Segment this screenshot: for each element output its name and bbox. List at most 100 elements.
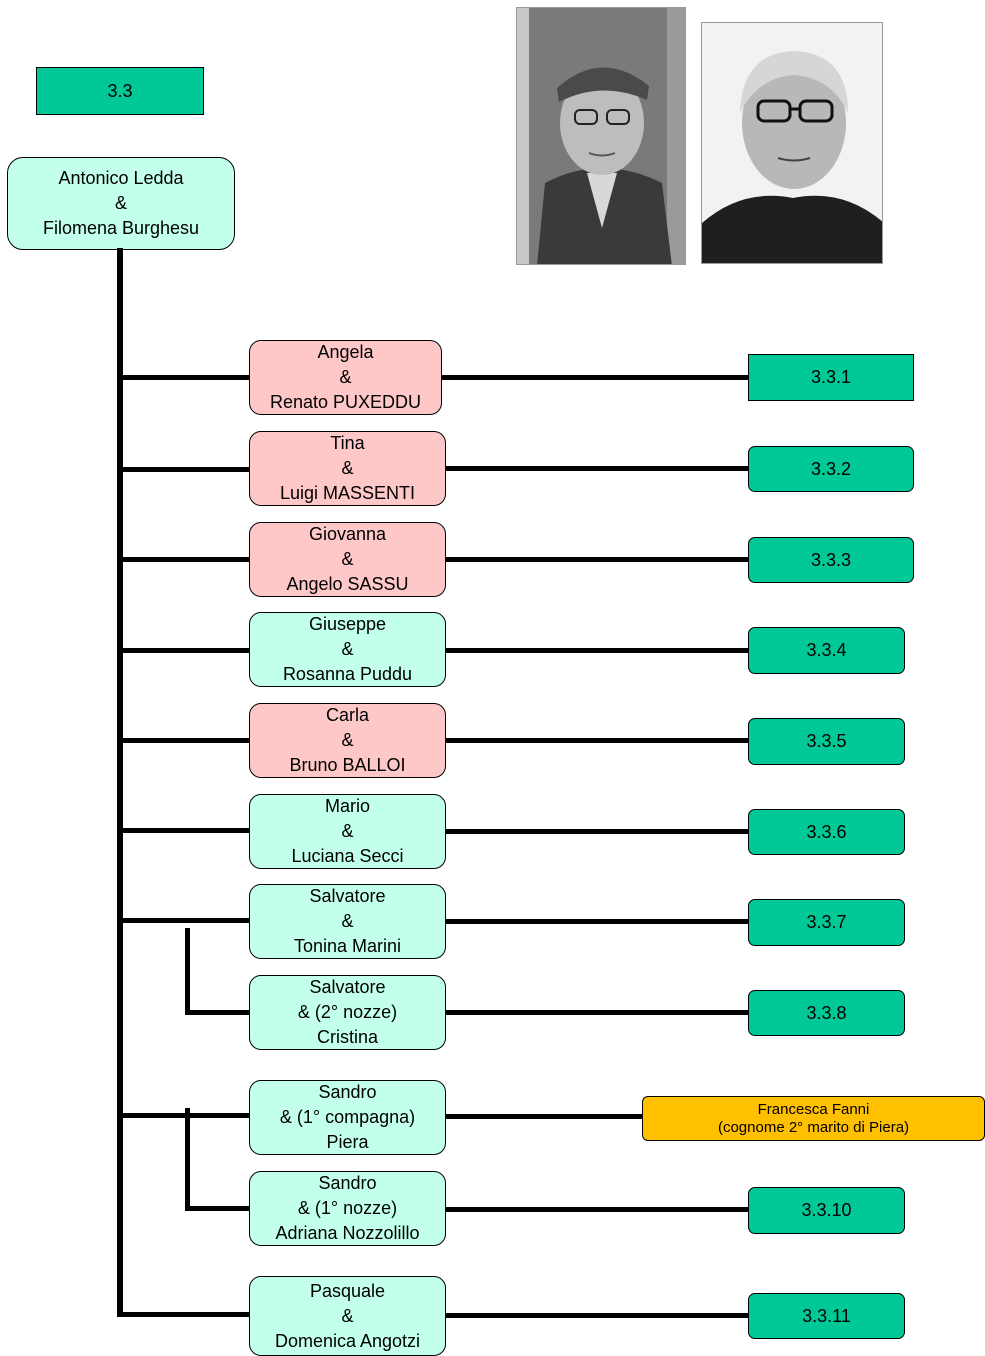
couple-box: Giuseppe & Rosanna Puddu: [249, 612, 446, 687]
family-code-label: 3.3.7: [806, 912, 847, 932]
other-partner-line: [185, 1206, 250, 1211]
root-code-box: 3.3: [36, 67, 204, 115]
branch-line: [117, 738, 250, 743]
family-code-box: 3.3.6: [748, 809, 905, 855]
other-partner-line: [185, 1108, 190, 1211]
connector-line: [445, 829, 750, 834]
connector-line: [445, 1010, 750, 1015]
connector-line: [445, 1313, 750, 1318]
couple-ampersand: &: [341, 549, 354, 569]
couple-person-2: Adriana Nozzolillo: [275, 1223, 420, 1243]
couple-box: Carla & Bruno BALLOI: [249, 703, 446, 778]
couple-person-1: Carla: [325, 705, 369, 725]
couple-box: Sandro & (1° nozze) Adriana Nozzolillo: [249, 1171, 446, 1246]
couple-person-1: Mario: [324, 796, 370, 816]
couple-person-2: Angelo SASSU: [286, 574, 409, 594]
family-code-label: 3.3.4: [806, 640, 847, 660]
connector-line: [445, 919, 750, 924]
couple-box: Pasquale & Domenica Angotzi: [249, 1276, 446, 1356]
root-person-2: Filomena Burghesu: [42, 218, 200, 238]
branch-line: [117, 828, 250, 833]
couple-person-1: Sandro: [318, 1173, 377, 1193]
couple-person-2: Luigi MASSENTI: [279, 483, 416, 503]
couple-ampersand: & (1° nozze): [297, 1198, 398, 1218]
couple-person-1: Pasquale: [309, 1280, 386, 1301]
root-code-label: 3.3: [107, 80, 133, 101]
family-code-box: 3.3.11: [748, 1293, 905, 1339]
couple-person-2: Piera: [326, 1132, 369, 1152]
root-person-1: Antonico Ledda: [58, 168, 184, 188]
root-couple-box: Antonico Ledda & Filomena Burghesu: [7, 157, 235, 250]
family-code-box: 3.3.7: [748, 899, 905, 946]
couple-ampersand: &: [341, 911, 354, 931]
branch-line: [117, 1312, 250, 1317]
family-code-label: 3.3.11: [802, 1305, 851, 1326]
connector-line: [445, 648, 750, 653]
second-marriage-line: [185, 928, 190, 1015]
couple-person-1: Giuseppe: [308, 614, 387, 634]
couple-person-1: Giovanna: [308, 524, 387, 544]
branch-line: [117, 1113, 250, 1118]
couple-box: Tina & Luigi MASSENTI: [249, 431, 446, 506]
family-code-label: 3.3.5: [806, 731, 847, 751]
branch-line: [117, 467, 250, 472]
family-code-box: 3.3.5: [748, 718, 905, 765]
couple-person-1: Tina: [330, 433, 365, 453]
family-code-label: 3.3.2: [810, 458, 852, 479]
connector-line: [445, 1114, 645, 1119]
branch-line: [117, 648, 250, 653]
connector-line: [445, 738, 750, 743]
branch-line: [117, 557, 250, 562]
family-code-box: 3.3.1: [748, 354, 914, 401]
couple-person-2: Cristina: [316, 1027, 378, 1047]
couple-person-1: Angela: [317, 342, 374, 362]
couple-person-2: Rosanna Puddu: [282, 664, 413, 684]
couple-box: Salvatore & Tonina Marini: [249, 884, 446, 959]
couple-box: Salvatore & (2° nozze) Cristina: [249, 975, 446, 1050]
couple-person-1: Salvatore: [309, 886, 386, 906]
couple-ampersand: &: [341, 730, 354, 750]
photo-elderly-man: [516, 7, 686, 265]
couple-ampersand: &: [341, 458, 354, 478]
family-code-box: 3.3.4: [748, 627, 905, 674]
branch-line: [117, 375, 250, 380]
note-name: Francesca Fanni: [757, 1100, 870, 1118]
photo-elderly-woman: [701, 22, 883, 264]
second-marriage-line: [185, 1010, 250, 1015]
couple-ampersand: & (2° nozze): [297, 1002, 398, 1022]
couple-ampersand: &: [341, 639, 354, 659]
couple-ampersand: &: [339, 367, 352, 387]
couple-person-2: Luciana Secci: [291, 846, 404, 866]
connector-line: [445, 1207, 750, 1212]
note-box: Francesca Fanni (cognome 2° marito di Pi…: [642, 1096, 985, 1141]
couple-person-2: Renato PUXEDDU: [269, 392, 422, 412]
family-code-label: 3.3.1: [810, 367, 852, 387]
couple-box: Angela & Renato PUXEDDU: [249, 340, 442, 415]
couple-person-2: Domenica Angotzi: [274, 1330, 421, 1351]
couple-ampersand: & (1° compagna): [279, 1107, 416, 1127]
trunk-line: [117, 248, 123, 1317]
couple-ampersand: &: [341, 1305, 354, 1326]
note-detail: (cognome 2° marito di Piera): [717, 1118, 910, 1136]
couple-person-1: Sandro: [318, 1082, 377, 1102]
family-code-label: 3.3.8: [806, 1002, 847, 1023]
couple-ampersand: &: [341, 821, 354, 841]
couple-person-1: Salvatore: [309, 977, 386, 997]
family-code-label: 3.3.6: [806, 821, 847, 842]
connector-line: [442, 375, 750, 380]
connector-line: [445, 557, 750, 562]
family-code-label: 3.3.10: [801, 1200, 852, 1220]
couple-box: Mario & Luciana Secci: [249, 794, 446, 869]
couple-box: Giovanna & Angelo SASSU: [249, 522, 446, 597]
couple-person-2: Bruno BALLOI: [289, 755, 406, 775]
family-code-box: 3.3.8: [748, 990, 905, 1036]
root-ampersand: &: [114, 193, 127, 213]
branch-line: [117, 918, 250, 923]
woman-portrait-icon: [702, 23, 882, 263]
connector-line: [445, 466, 750, 471]
man-portrait-icon: [517, 8, 685, 264]
family-code-box: 3.3.10: [748, 1187, 905, 1234]
family-code-box: 3.3.3: [748, 537, 914, 583]
family-code-box: 3.3.2: [748, 446, 914, 492]
couple-box: Sandro & (1° compagna) Piera: [249, 1080, 446, 1155]
